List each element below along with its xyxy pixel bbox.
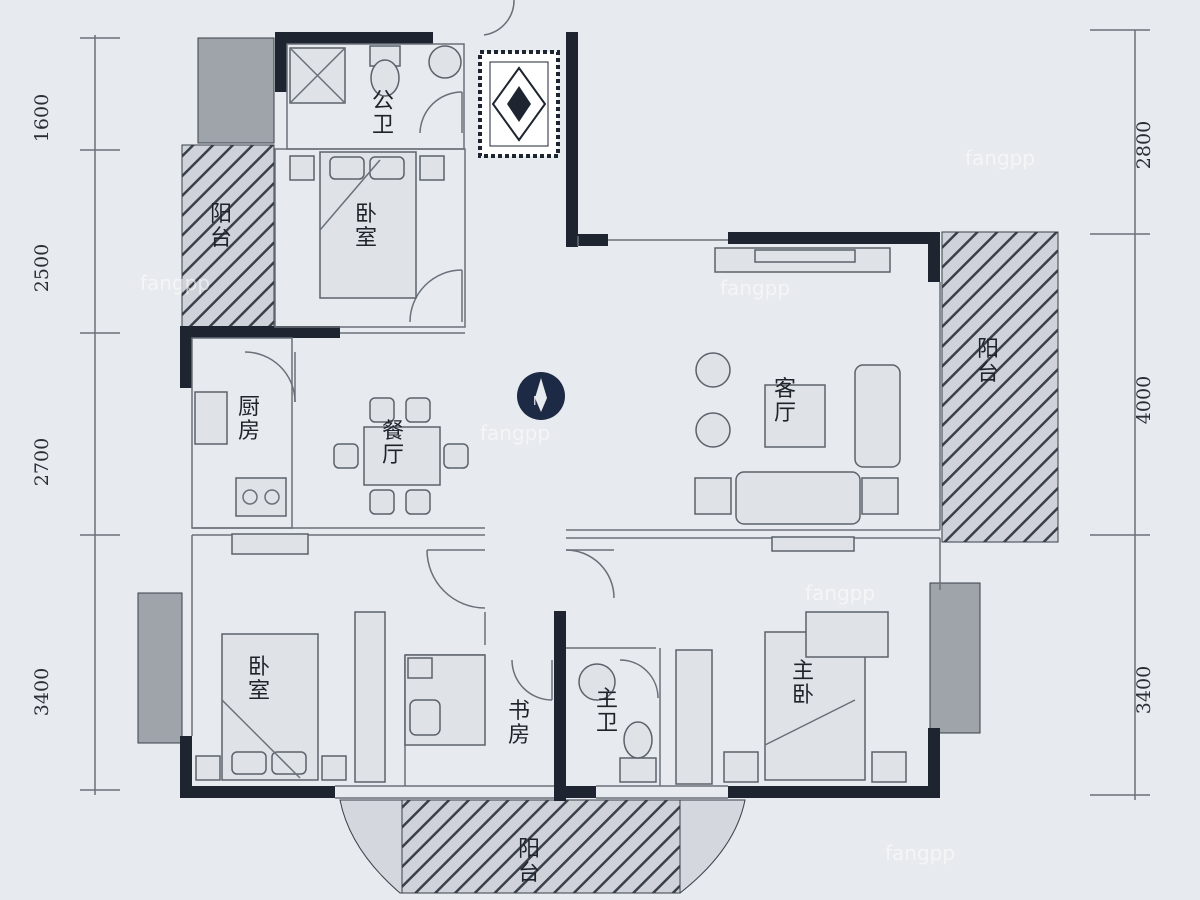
label-master-bath: 主卫 — [596, 687, 618, 736]
kitchen-fixtures — [194, 391, 309, 555]
bedroom-sw-bed — [195, 611, 386, 783]
dim-right-3: 3400 — [1133, 666, 1155, 714]
master-bath-fixtures — [578, 663, 657, 783]
east-window-box — [929, 582, 981, 734]
watermark-3: fangpp — [480, 421, 550, 445]
dining-table — [333, 397, 469, 515]
north-store-box — [197, 37, 275, 144]
public-bath-fixtures — [289, 45, 462, 104]
label-master-bedroom: 主卧 — [792, 659, 814, 708]
label-dining: 餐厅 — [382, 419, 404, 468]
svg-text:N: N — [533, 394, 542, 408]
dim-right-2: 4000 — [1133, 376, 1155, 424]
label-kitchen: 厨房 — [238, 395, 260, 444]
dim-left-1: 1600 — [31, 94, 53, 142]
label-bedroom-north: 卧室 — [355, 202, 377, 251]
balcony-east-area — [941, 231, 1059, 543]
west-window-box — [137, 592, 183, 744]
dim-left-3: 2700 — [31, 438, 53, 486]
entrance-mat — [478, 50, 560, 158]
label-living: 客厅 — [774, 377, 796, 426]
dimension-lines — [80, 29, 1150, 800]
compass-icon: N — [517, 372, 565, 420]
living-furniture — [694, 247, 901, 552]
watermark-1: fangpp — [965, 146, 1035, 170]
watermark-4: fangpp — [805, 581, 875, 605]
label-balcony-west: 阳台 — [210, 202, 232, 251]
label-public-bath: 公卫 — [372, 89, 394, 138]
dim-left-4: 3400 — [31, 668, 53, 716]
walls — [180, 32, 940, 801]
study-furniture — [404, 654, 486, 746]
watermark-5: fangpp — [140, 271, 210, 295]
dim-right-1: 2800 — [1133, 121, 1155, 169]
label-balcony-east: 阳台 — [977, 337, 999, 386]
balcony-south-hatch — [401, 799, 681, 894]
dim-left-2: 2500 — [31, 244, 53, 292]
watermark-2: fangpp — [720, 276, 790, 300]
watermark-6: fangpp — [885, 841, 955, 865]
label-balcony-south: 阳台 — [518, 837, 540, 886]
label-bedroom-sw: 卧室 — [248, 655, 270, 704]
door-swings — [244, 0, 659, 701]
bedroom-north-bed — [289, 151, 445, 299]
master-bed — [675, 611, 907, 785]
balcony-west-area — [181, 144, 275, 331]
label-study: 书房 — [508, 699, 530, 748]
